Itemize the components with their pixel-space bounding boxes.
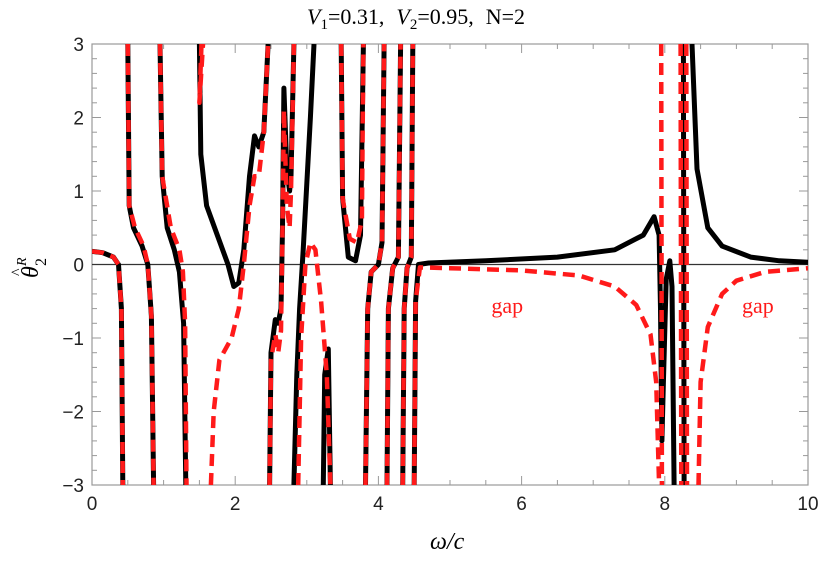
svg-text:R: R <box>15 257 30 267</box>
svg-text:2: 2 <box>33 258 50 266</box>
y-tick-label: 2 <box>73 109 84 130</box>
x-tick-label: 8 <box>660 494 671 515</box>
y-axis-label: θ 2 R ^ <box>9 257 50 278</box>
y-tick-label: −3 <box>62 476 84 497</box>
y-tick-label: 1 <box>73 182 84 203</box>
x-tick-label: 2 <box>230 494 241 515</box>
svg-text:^: ^ <box>9 268 26 276</box>
y-tick-label: −2 <box>62 403 84 424</box>
y-tick-labels: −3 −2 −1 0 1 2 3 <box>62 35 84 497</box>
gap-annotation: gap <box>742 293 774 318</box>
x-tick-label: 10 <box>797 494 818 515</box>
svg-text:V1=0.31,V2=0.95,N=2: V1=0.31,V2=0.95,N=2 <box>307 4 525 33</box>
series-group <box>92 44 808 485</box>
y-tick-label: 0 <box>73 256 84 277</box>
x-tick-label: 0 <box>87 494 98 515</box>
y-tick-label: −1 <box>62 329 84 350</box>
y-tick-label: 3 <box>73 35 84 56</box>
x-tick-labels: 0 2 4 6 8 10 <box>87 494 819 515</box>
x-tick-label: 6 <box>516 494 527 515</box>
chart-title: V1=0.31,V2=0.95,N=2 <box>307 4 525 33</box>
gap-annotation: gap <box>491 293 523 318</box>
x-tick-label: 4 <box>373 494 384 515</box>
annotations: gap gap <box>491 293 773 318</box>
svg-text:θ: θ <box>18 266 44 278</box>
x-axis-label: ω/c <box>430 529 465 555</box>
series-dashed <box>92 44 808 485</box>
